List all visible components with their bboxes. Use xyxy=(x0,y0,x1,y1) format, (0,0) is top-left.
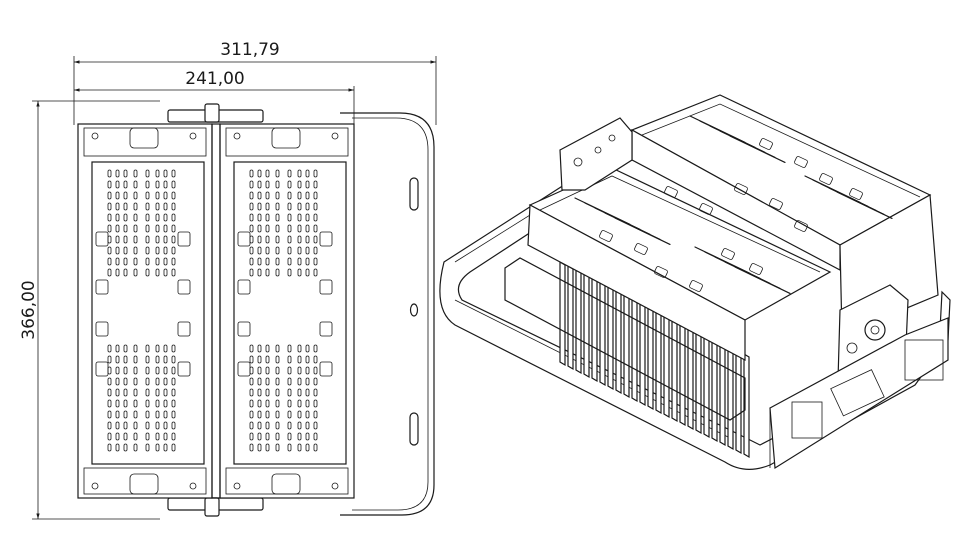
height-label: 366,00 xyxy=(19,280,39,339)
module-left xyxy=(77,123,213,499)
driver-box xyxy=(769,317,949,470)
isometric-view xyxy=(439,94,951,470)
overall-width-label: 311,79 xyxy=(220,40,279,60)
module-right xyxy=(219,123,355,499)
dimension-overall-width: 311,79 xyxy=(73,40,437,125)
module-width-label: 241,00 xyxy=(185,69,244,89)
front-view xyxy=(77,103,435,517)
cover-slots xyxy=(574,115,893,294)
dimension-module-width: 241,00 xyxy=(74,69,355,125)
dimension-height: 366,00 xyxy=(19,100,160,520)
heatsink-slots-right xyxy=(237,169,333,452)
heatsink-slots-left xyxy=(95,169,191,452)
cover-plate-front xyxy=(527,167,832,361)
